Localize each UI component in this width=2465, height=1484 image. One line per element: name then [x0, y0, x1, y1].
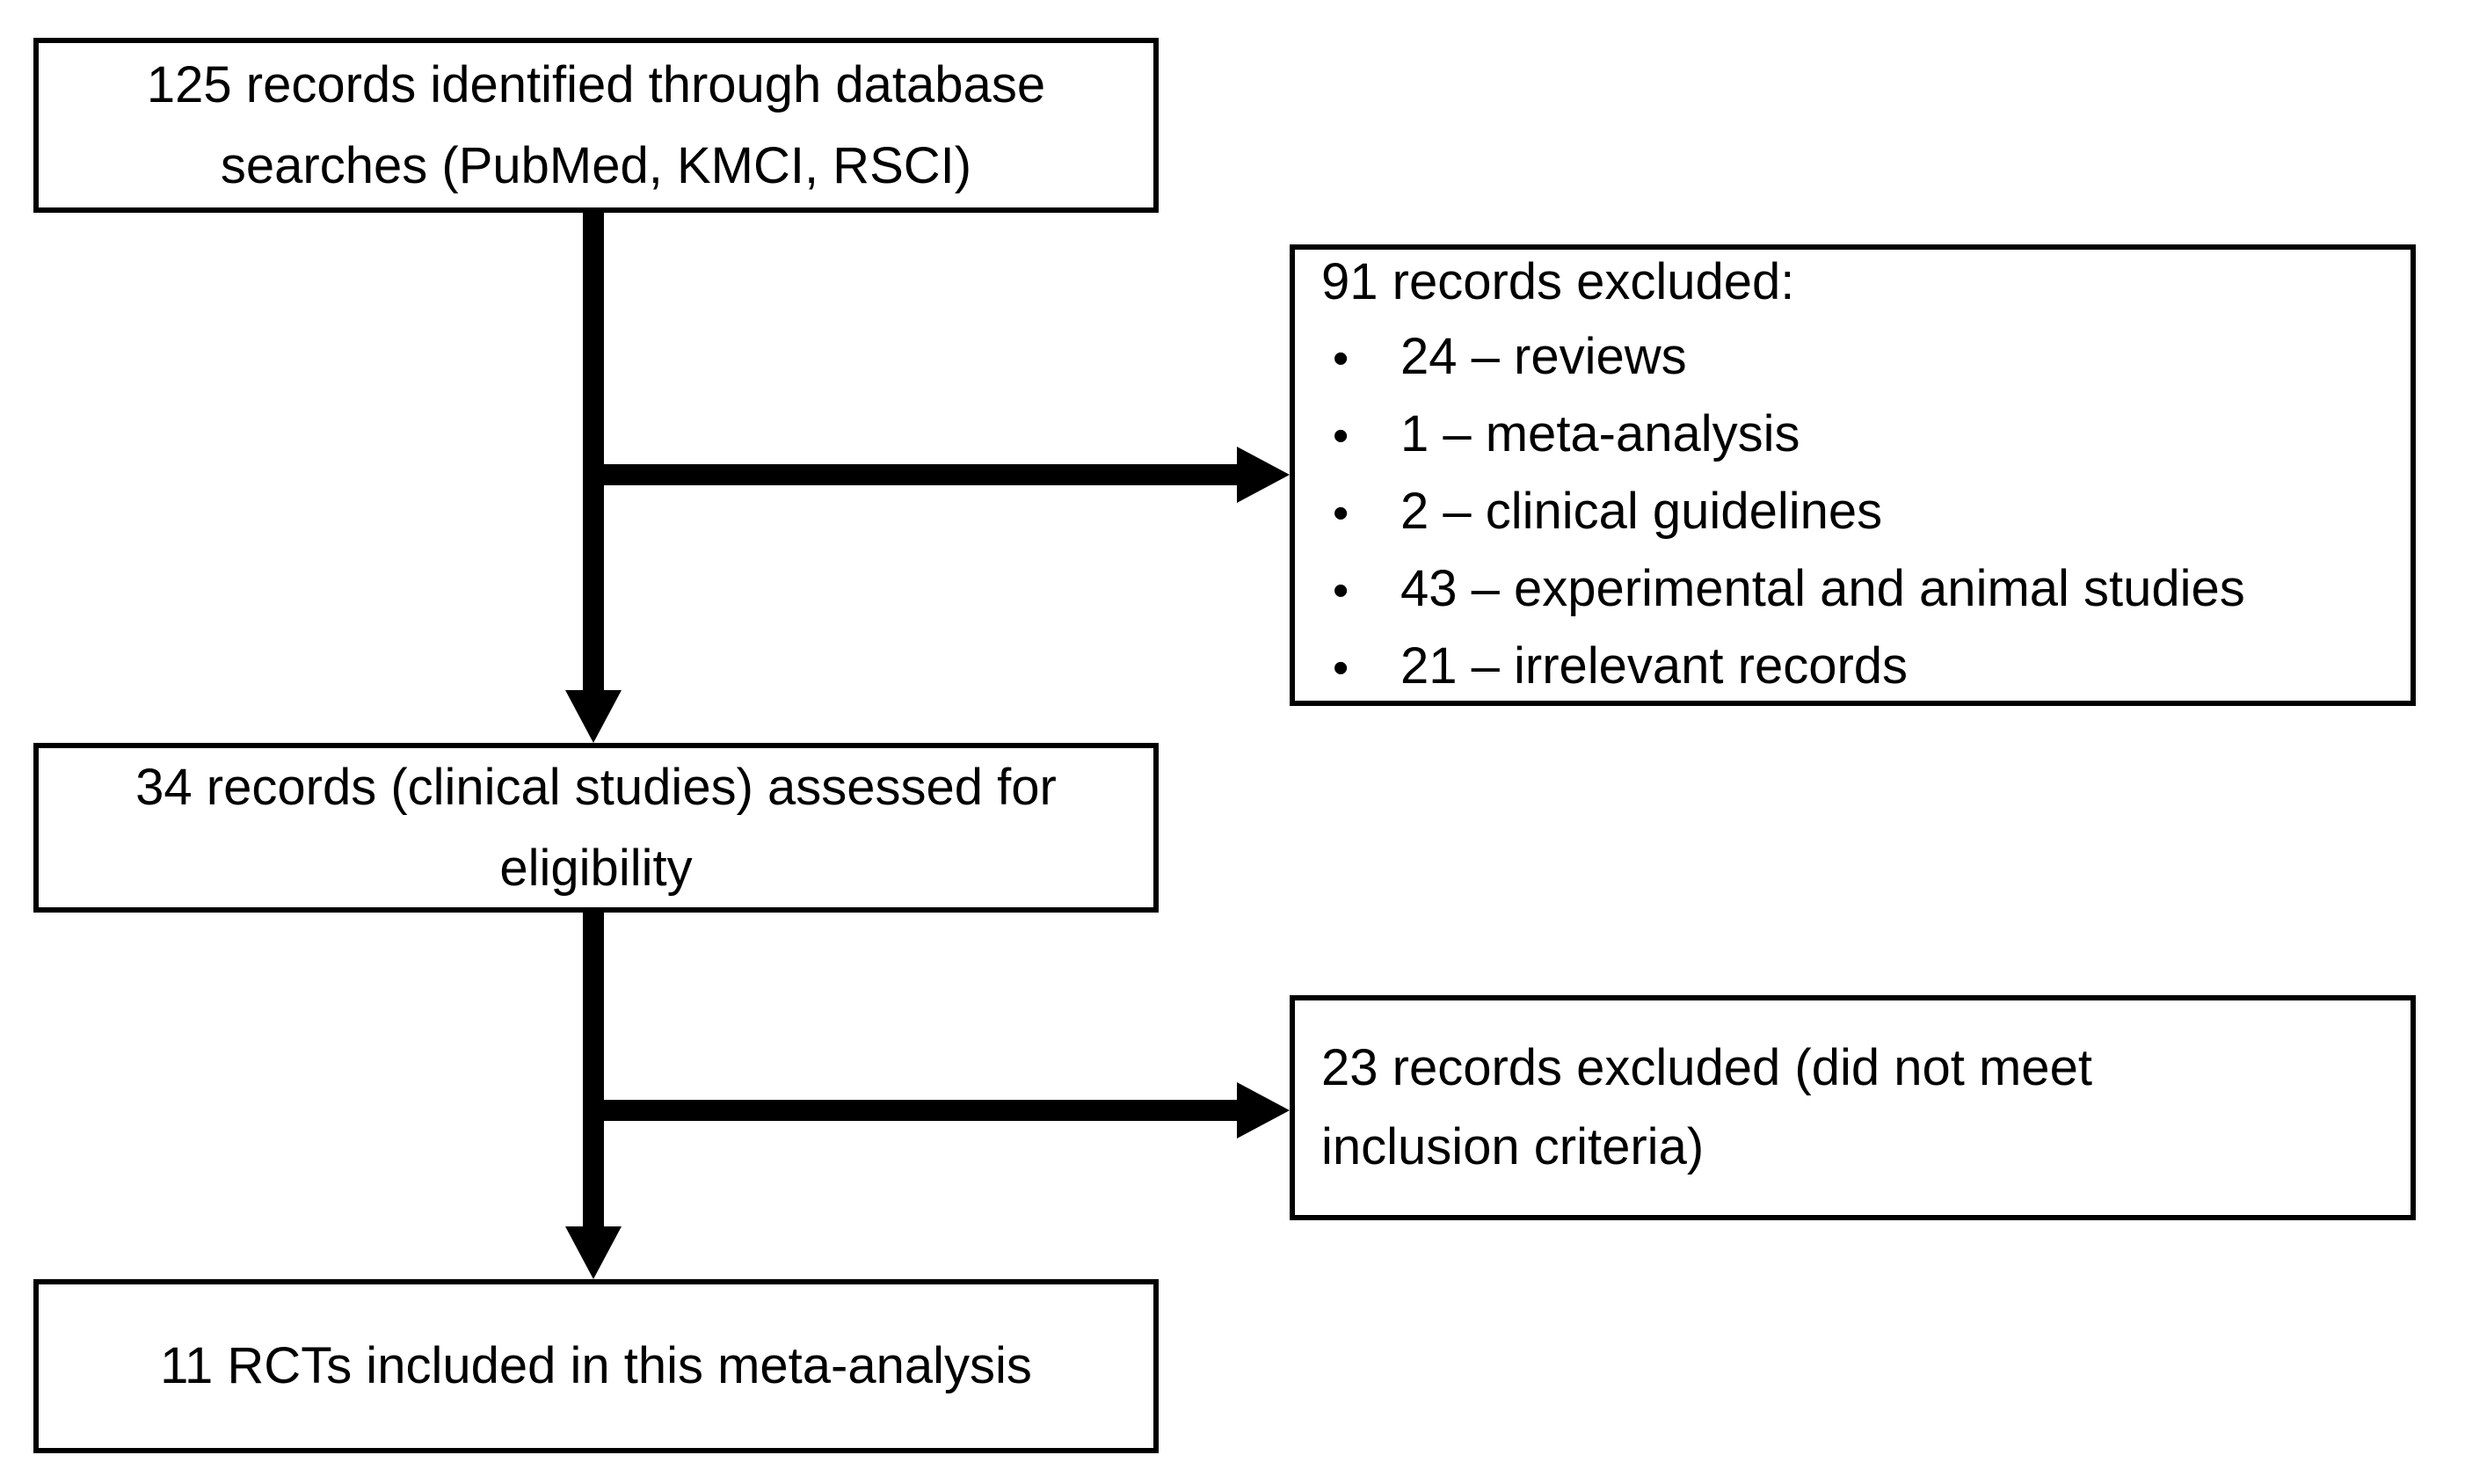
included-text-line-1: 11 RCTs included in this meta-analysis	[160, 1337, 1032, 1394]
arrow-identification-to-eligibility-head	[565, 690, 622, 743]
arrow-to-screening-exclusions-head	[1237, 447, 1290, 503]
bullet-icon: •	[1333, 411, 1349, 462]
arrow-to-screening-exclusions-shaft	[583, 464, 1237, 485]
eligibility-text-line-2: eligibility	[499, 839, 693, 897]
included-box: 11 RCTs included in this meta-analysis	[33, 1279, 1159, 1453]
arrow-identification-to-eligibility-shaft	[583, 213, 604, 690]
bullet-icon: •	[1333, 333, 1349, 384]
identification-text-line-2: searches (PubMed, KMCI, RSCI)	[220, 136, 972, 194]
screening-exclusions-heading: 91 records excluded:	[1321, 253, 1795, 310]
identification-text-line-1: 125 records identified through database	[146, 55, 1046, 113]
exclusion-item-label: 2 – clinical guidelines	[1400, 483, 1883, 540]
exclusion-list-item: • 21 – irrelevant records	[1321, 629, 1908, 706]
bullet-icon: •	[1333, 488, 1349, 539]
bullet-icon: •	[1333, 565, 1349, 616]
arrow-to-eligibility-exclusion-head	[1237, 1082, 1290, 1138]
exclusion-item-label: 24 – reviews	[1400, 328, 1687, 385]
arrow-eligibility-to-included-shaft	[583, 913, 604, 1226]
eligibility-box: 34 records (clinical studies) assessed f…	[33, 743, 1159, 913]
screening-exclusions-box: 91 records excluded: • 24 – reviews • 1 …	[1290, 244, 2416, 706]
identification-box: 125 records identified through database …	[33, 38, 1159, 213]
arrow-to-eligibility-exclusion-shaft	[583, 1100, 1237, 1121]
exclusion-item-label: 21 – irrelevant records	[1400, 637, 1909, 695]
exclusion-item-label: 1 – meta-analysis	[1400, 405, 1800, 462]
eligibility-exclusion-box: 23 records excluded (did not meet inclus…	[1290, 995, 2416, 1220]
arrow-eligibility-to-included-head	[565, 1226, 622, 1279]
exclusion-list-item: • 1 – meta-analysis	[1321, 396, 1800, 474]
eligibility-exclusion-text-line-2: inclusion criteria)	[1321, 1118, 1705, 1175]
exclusion-item-label: 43 – experimental and animal studies	[1400, 560, 2245, 617]
exclusion-list-item: • 43 – experimental and animal studies	[1321, 551, 2245, 629]
exclusion-list-item: • 2 – clinical guidelines	[1321, 474, 1882, 551]
eligibility-text-line-1: 34 records (clinical studies) assessed f…	[135, 758, 1057, 816]
exclusion-list-item: • 24 – reviews	[1321, 319, 1687, 396]
eligibility-exclusion-text-line-1: 23 records excluded (did not meet	[1321, 1039, 2092, 1096]
bullet-icon: •	[1333, 643, 1349, 694]
